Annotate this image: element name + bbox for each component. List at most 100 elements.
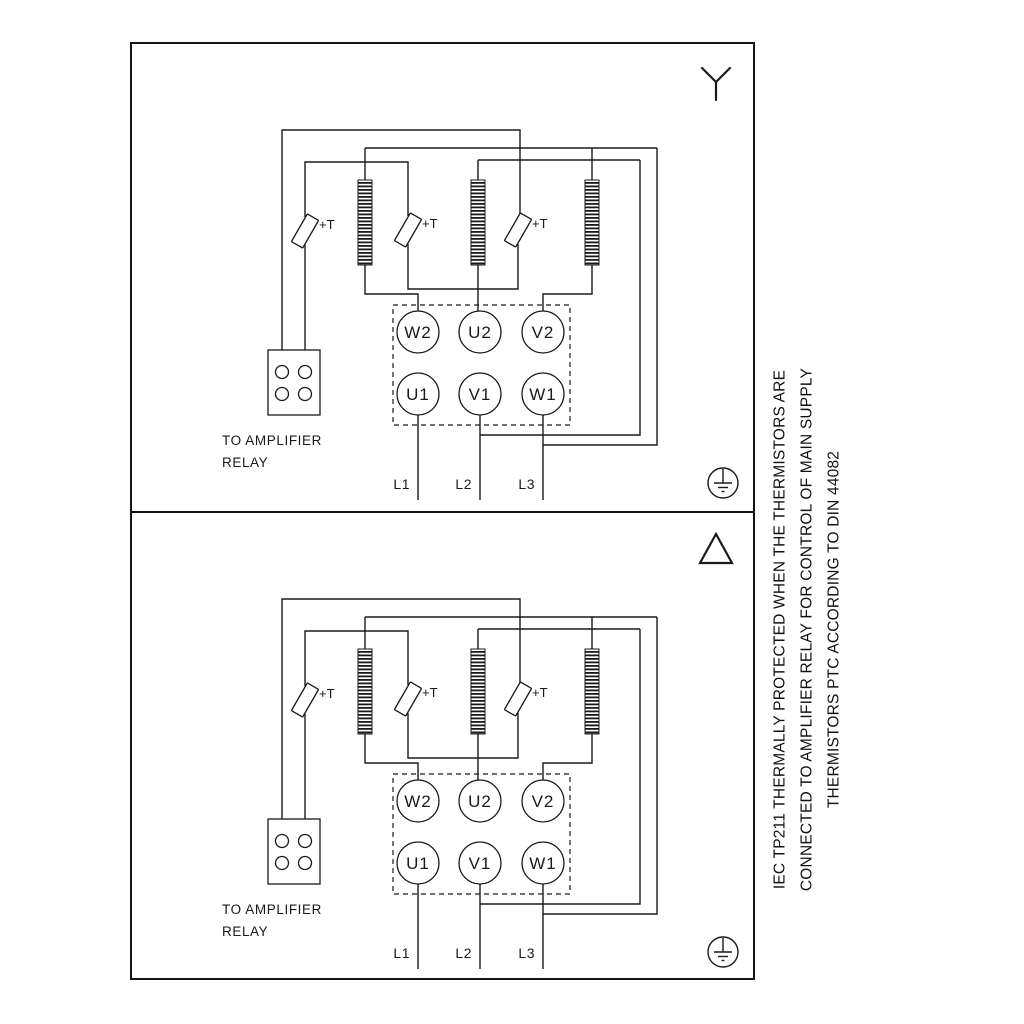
supply-leads [417,884,544,969]
winding-coil [470,648,486,735]
phase-label: L2 [455,945,472,961]
relay-terminal-contact [274,386,290,402]
terminal-circle [396,310,440,354]
amplifier-relay-label-line1: TO AMPLIFIER [222,902,322,917]
terminal-circle [521,310,565,354]
thermistor-chain-wires [281,598,521,834]
phase-label: L2 [455,476,472,492]
relay-terminal-contact [297,833,313,849]
winding-coils [357,179,600,266]
terminal-circle [396,372,440,416]
amplifier-relay-label-line1: TO AMPLIFIER [222,433,322,448]
terminal-circle [521,841,565,885]
wire [543,148,658,446]
side-note-line: THERMISTORS PTC ACCORDING TO DIN 44082 [825,450,843,809]
terminal-label: U2 [468,792,492,811]
wire [364,265,419,311]
amplifier-relay-label: TO AMPLIFIER RELAY [222,433,322,470]
relay-terminal-contact [297,386,313,402]
amplifier-relay-label-line2: RELAY [222,455,268,470]
wire [542,265,593,311]
terminal-circle [458,841,502,885]
terminal-circle [521,372,565,416]
thermistor-symbol: +T [291,213,335,249]
terminal-strip: W2 U2 V2 U1 V1 W1 [396,310,565,416]
supply-leads [417,415,544,500]
winding-wires [364,147,658,446]
terminal-label: W2 [404,792,432,811]
side-note-line: CONNECTED TO AMPLIFIER RELAY FOR CONTROL… [798,367,816,892]
thermistor-symbol: +T [504,212,548,248]
winding-coil [584,179,600,266]
wire [407,244,519,290]
terminal-label: V2 [532,323,555,342]
terminal-label: V1 [469,854,492,873]
winding-wires [364,616,658,915]
earth-icon [707,936,739,968]
terminal-block-outline [392,304,571,426]
thermistor-symbol: +T [291,682,335,718]
phase-label: L1 [393,945,410,961]
star-connection-panel: +T +T +T W2 U2 V2 U1 V1 W1 TO AMPLIFIER [222,66,739,500]
thermistor-label: +T [319,686,335,701]
winding-coils [357,648,600,735]
winding-coil [357,179,373,266]
wye-icon [700,66,732,102]
side-note: IEC TP211 THERMALLY PROTECTED WHEN THE T… [767,365,848,895]
terminal-circle [521,779,565,823]
thermistor-label: +T [532,685,548,700]
terminal-circle [396,779,440,823]
terminal-strip: W2 U2 V2 U1 V1 W1 [396,779,565,885]
relay-terminal-contact [297,364,313,380]
wire [281,598,521,834]
terminal-circle [458,372,502,416]
amplifier-relay-label-line2: RELAY [222,924,268,939]
terminal-label: V1 [469,385,492,404]
relay-terminal-box [267,818,321,885]
earth-icon [707,467,739,499]
terminal-label: U2 [468,323,492,342]
thermistor-label: +T [422,685,438,700]
wire [281,129,521,365]
diagram-frame [130,42,755,980]
thermistor-symbol: +T [394,212,438,248]
thermistor-symbol: +T [394,681,438,717]
relay-terminal-contact [274,855,290,871]
terminal-circle [458,779,502,823]
relay-terminal-contact [297,855,313,871]
winding-coil [584,648,600,735]
side-note-line: IEC TP211 THERMALLY PROTECTED WHEN THE T… [771,369,789,890]
thermistor-chain-wires [281,129,521,365]
wire [542,734,593,780]
terminal-label: U1 [406,854,430,873]
panel-divider [130,511,755,513]
phase-labels: L1 L2 L3 [393,476,535,492]
phase-labels: L1 L2 L3 [393,945,534,961]
relay-terminal-contact [274,364,290,380]
wire [480,629,641,905]
terminal-label: W1 [529,385,557,404]
winding-coil [357,648,373,735]
wire [364,734,419,780]
terminal-label: W2 [404,323,432,342]
thermistor-symbol: +T [504,681,548,717]
delta-connection-panel: +T +T +T W2 U2 V2 U1 V1 W1 TO AMPLIFIER [222,531,739,969]
terminal-circle [458,310,502,354]
amplifier-relay-label: TO AMPLIFIER RELAY [222,902,322,939]
terminal-label: V2 [532,792,555,811]
wire [304,161,409,217]
winding-coil [470,179,486,266]
relay-terminal-box [267,349,321,416]
wire [543,617,658,915]
wire [480,160,641,436]
wire [304,630,409,686]
thermistor-label: +T [319,217,335,232]
terminal-circle [396,841,440,885]
terminal-label: U1 [406,385,430,404]
wire [407,713,519,759]
terminal-block-outline [392,773,571,895]
phase-label: L1 [393,476,410,492]
phase-label: L3 [518,476,535,492]
terminal-label: W1 [529,854,557,873]
thermistor-label: +T [422,216,438,231]
